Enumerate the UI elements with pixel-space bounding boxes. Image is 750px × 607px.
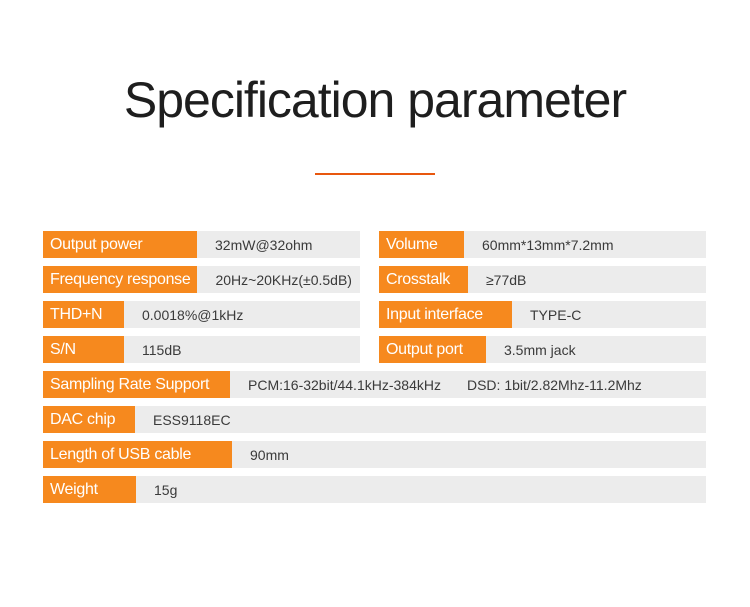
spec-label-volume: Volume [379, 231, 464, 258]
spec-label-frequency-response: Frequency response [43, 266, 198, 293]
spec-value-thd-n: 0.0018%@1kHz [142, 306, 244, 323]
spec-value-volume: 60mm*13mm*7.2mm [482, 236, 614, 253]
spec-value-weight: 15g [154, 481, 178, 498]
title-underline [315, 173, 435, 175]
spec-row-frequency-response: Frequency response 20Hz~20KHz(±0.5dB) [43, 266, 360, 293]
spec-value-sampling-rate-dsd: DSD: 1bit/2.82Mhz-11.2Mhz [466, 376, 642, 393]
spec-row-sampling-rate: Sampling Rate Support PCM:16-32bit/44.1k… [43, 371, 706, 398]
spec-row-input-interface: Input interface TYPE-C [379, 301, 706, 328]
spec-table-two-column-section: Output power 32mW@32ohm Volume 60mm*13mm… [43, 231, 706, 363]
spec-row-usb-cable-length: Length of USB cable 90mm [43, 441, 706, 468]
spec-row-dac-chip: DAC chip ESS9118EC [43, 406, 706, 433]
page-title: Specification parameter [123, 72, 627, 128]
spec-value-dac-chip: ESS9118EC [153, 411, 231, 428]
spec-value-sampling-rate: PCM:16-32bit/44.1kHz-384kHz DSD: 1bit/2.… [230, 371, 642, 398]
spec-row-output-port: Output port 3.5mm jack [379, 336, 706, 363]
spec-value-output-port: 3.5mm jack [504, 341, 576, 358]
spec-value-output-power: 32mW@32ohm [215, 236, 313, 253]
spec-label-output-port: Output port [379, 336, 486, 363]
spec-row-thd-n: THD+N 0.0018%@1kHz [43, 301, 360, 328]
spec-label-s-n: S/N [43, 336, 124, 363]
spec-label-usb-cable-length: Length of USB cable [43, 441, 232, 468]
spec-row-crosstalk: Crosstalk ≥77dB [379, 266, 706, 293]
spec-row-output-power: Output power 32mW@32ohm [43, 231, 360, 258]
spec-label-input-interface: Input interface [379, 301, 512, 328]
spec-table: Output power 32mW@32ohm Volume 60mm*13mm… [43, 231, 706, 503]
spec-label-output-power: Output power [43, 231, 197, 258]
spec-row-s-n: S/N 115dB [43, 336, 360, 363]
spec-label-weight: Weight [43, 476, 136, 503]
spec-label-crosstalk: Crosstalk [379, 266, 468, 293]
spec-label-dac-chip: DAC chip [43, 406, 135, 433]
spec-value-frequency-response: 20Hz~20KHz(±0.5dB) [215, 271, 352, 288]
spec-row-weight: Weight 15g [43, 476, 706, 503]
spec-row-volume: Volume 60mm*13mm*7.2mm [379, 231, 706, 258]
spec-value-s-n: 115dB [142, 341, 182, 358]
spec-value-crosstalk: ≥77dB [486, 271, 527, 288]
spec-value-sampling-rate-pcm: PCM:16-32bit/44.1kHz-384kHz [248, 376, 441, 393]
spec-value-usb-cable-length: 90mm [250, 446, 289, 463]
spec-value-input-interface: TYPE-C [530, 306, 582, 323]
spec-label-sampling-rate: Sampling Rate Support [43, 371, 230, 398]
spec-label-thd-n: THD+N [43, 301, 124, 328]
